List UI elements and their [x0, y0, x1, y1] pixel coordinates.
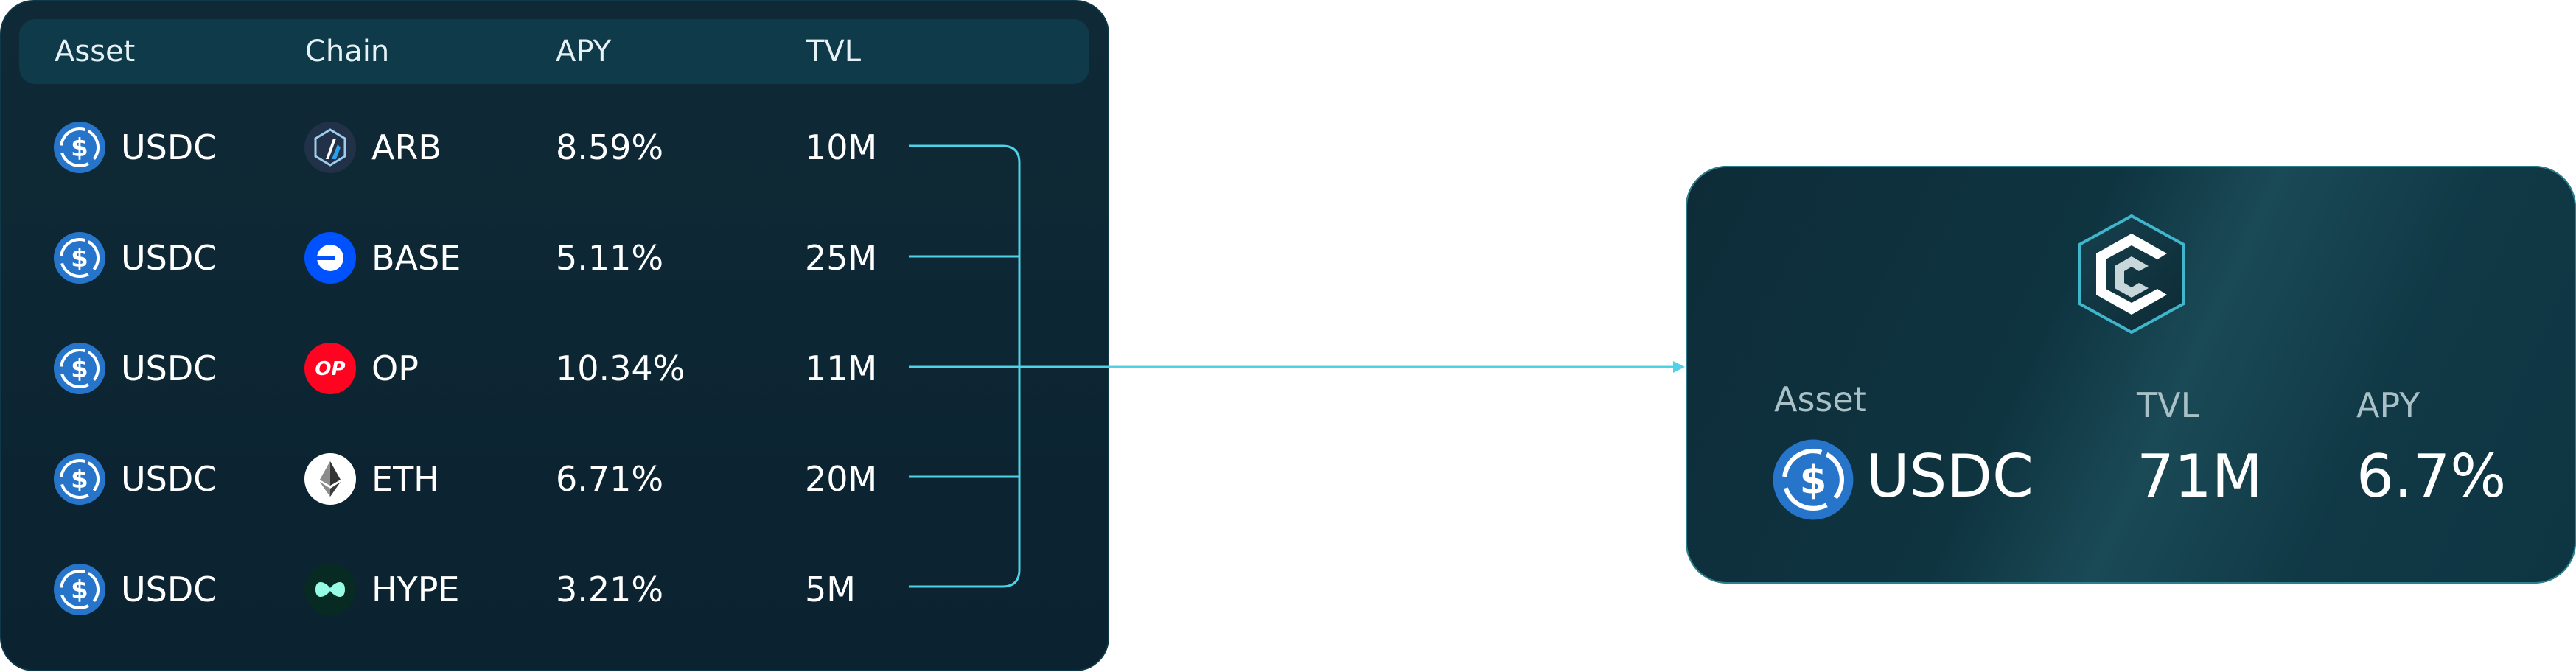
header-apy: APY	[556, 35, 612, 69]
table-row[interactable]: $ USDC BASE 5.11% 25M	[1, 203, 1108, 313]
result-apy-value: 6.7%	[2356, 442, 2507, 511]
optimism-icon: OP	[304, 342, 357, 395]
tvl-value: 11M	[805, 349, 878, 388]
svg-text:$: $	[71, 575, 88, 605]
apy-value: 5.11%	[556, 238, 664, 278]
aggregated-vault-card[interactable]: Asset $ USDC TVL 71M APY 6.7%	[1686, 166, 2576, 584]
base-icon	[304, 231, 357, 284]
usdc-icon: $	[53, 121, 106, 174]
apy-value: 6.71%	[556, 459, 664, 499]
apy-value: 8.59%	[556, 127, 664, 167]
usdc-icon: $	[53, 563, 106, 616]
header-chain: Chain	[305, 35, 390, 69]
hexagon-c-logo-icon	[2078, 214, 2185, 335]
chain-name: ARB	[371, 127, 441, 167]
asset-name: USDC	[121, 238, 217, 278]
hyperliquid-icon	[304, 563, 357, 616]
tvl-value: 25M	[805, 238, 878, 278]
chain-name: ETH	[371, 459, 439, 499]
header-asset: Asset	[55, 35, 136, 69]
result-tvl-value: 71M	[2137, 442, 2263, 511]
table-row[interactable]: $ USDC ARB 8.59% 10M	[1, 92, 1108, 203]
asset-name: USDC	[121, 127, 217, 167]
usdc-icon: $	[53, 342, 106, 395]
vault-table: Asset Chain APY TVL $ USDC ARB 8.59% 10M…	[0, 0, 1109, 671]
tvl-value: 5M	[805, 570, 856, 609]
svg-text:$: $	[71, 133, 88, 163]
chain-name: HYPE	[371, 570, 460, 609]
apy-value: 3.21%	[556, 570, 664, 609]
apy-value: 10.34%	[556, 349, 685, 388]
usdc-icon: $	[53, 452, 106, 505]
svg-text:$: $	[1800, 458, 1827, 503]
svg-text:$: $	[71, 465, 88, 494]
tvl-value: 20M	[805, 459, 878, 499]
usdc-icon: $	[1773, 439, 1854, 520]
tvl-value: 10M	[805, 127, 878, 167]
result-apy-label: APY	[2356, 385, 2420, 425]
table-header: Asset Chain APY TVL	[19, 19, 1089, 84]
svg-text:$: $	[71, 244, 88, 273]
arrow-head-icon	[1673, 361, 1685, 373]
result-tvl-label: TVL	[2137, 385, 2200, 425]
table-row[interactable]: $ USDC ETH 6.71% 20M	[1, 424, 1108, 534]
result-asset-label: Asset	[1774, 379, 1867, 419]
asset-name: USDC	[121, 459, 217, 499]
chain-name: BASE	[371, 238, 461, 278]
usdc-icon: $	[53, 231, 106, 284]
asset-name: USDC	[121, 570, 217, 609]
result-asset-value: USDC	[1866, 442, 2034, 511]
table-row[interactable]: $ USDC HYPE 3.21% 5M	[1, 534, 1108, 645]
ethereum-icon	[304, 452, 357, 505]
asset-name: USDC	[121, 349, 217, 388]
header-tvl: TVL	[806, 35, 862, 69]
svg-text:$: $	[71, 354, 88, 384]
table-row[interactable]: $ USDC OP OP 10.34% 11M	[1, 313, 1108, 424]
op-badge-text: OP	[315, 358, 345, 380]
arbitrum-icon	[304, 121, 357, 174]
chain-name: OP	[371, 349, 419, 388]
